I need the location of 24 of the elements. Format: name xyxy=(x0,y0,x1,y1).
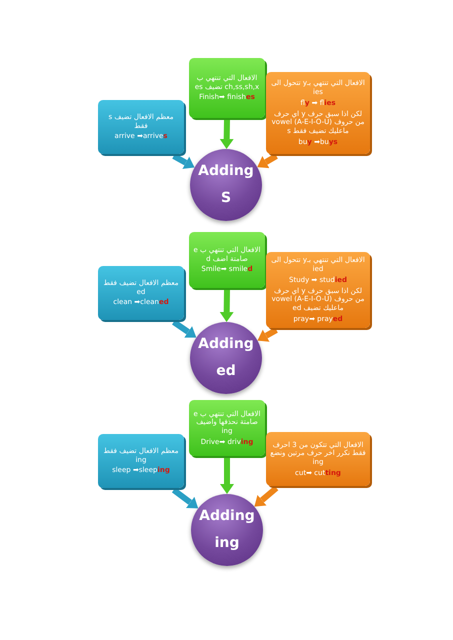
circle-label: Adding S xyxy=(197,162,255,208)
arrow xyxy=(220,120,234,149)
arrow xyxy=(257,327,278,342)
arrow xyxy=(172,488,198,508)
circle-label: Adding ing xyxy=(198,507,256,553)
topic-circle xyxy=(190,149,262,221)
arrow xyxy=(220,458,234,494)
callout-box xyxy=(266,252,370,328)
topic-circle xyxy=(191,494,263,566)
topic-circle xyxy=(190,322,262,394)
arrow xyxy=(254,486,278,507)
callout-box xyxy=(98,434,184,488)
callout-box xyxy=(98,266,184,320)
callout-box xyxy=(266,72,370,154)
arrow xyxy=(172,320,196,338)
callout-box xyxy=(98,100,184,154)
arrow xyxy=(172,153,195,169)
callout-box xyxy=(189,58,265,118)
arrow xyxy=(257,153,278,168)
callout-box xyxy=(189,400,265,456)
circle-label: Adding ed xyxy=(197,335,255,381)
callout-box xyxy=(189,232,265,288)
callout-box xyxy=(266,432,370,486)
arrow xyxy=(220,290,234,322)
